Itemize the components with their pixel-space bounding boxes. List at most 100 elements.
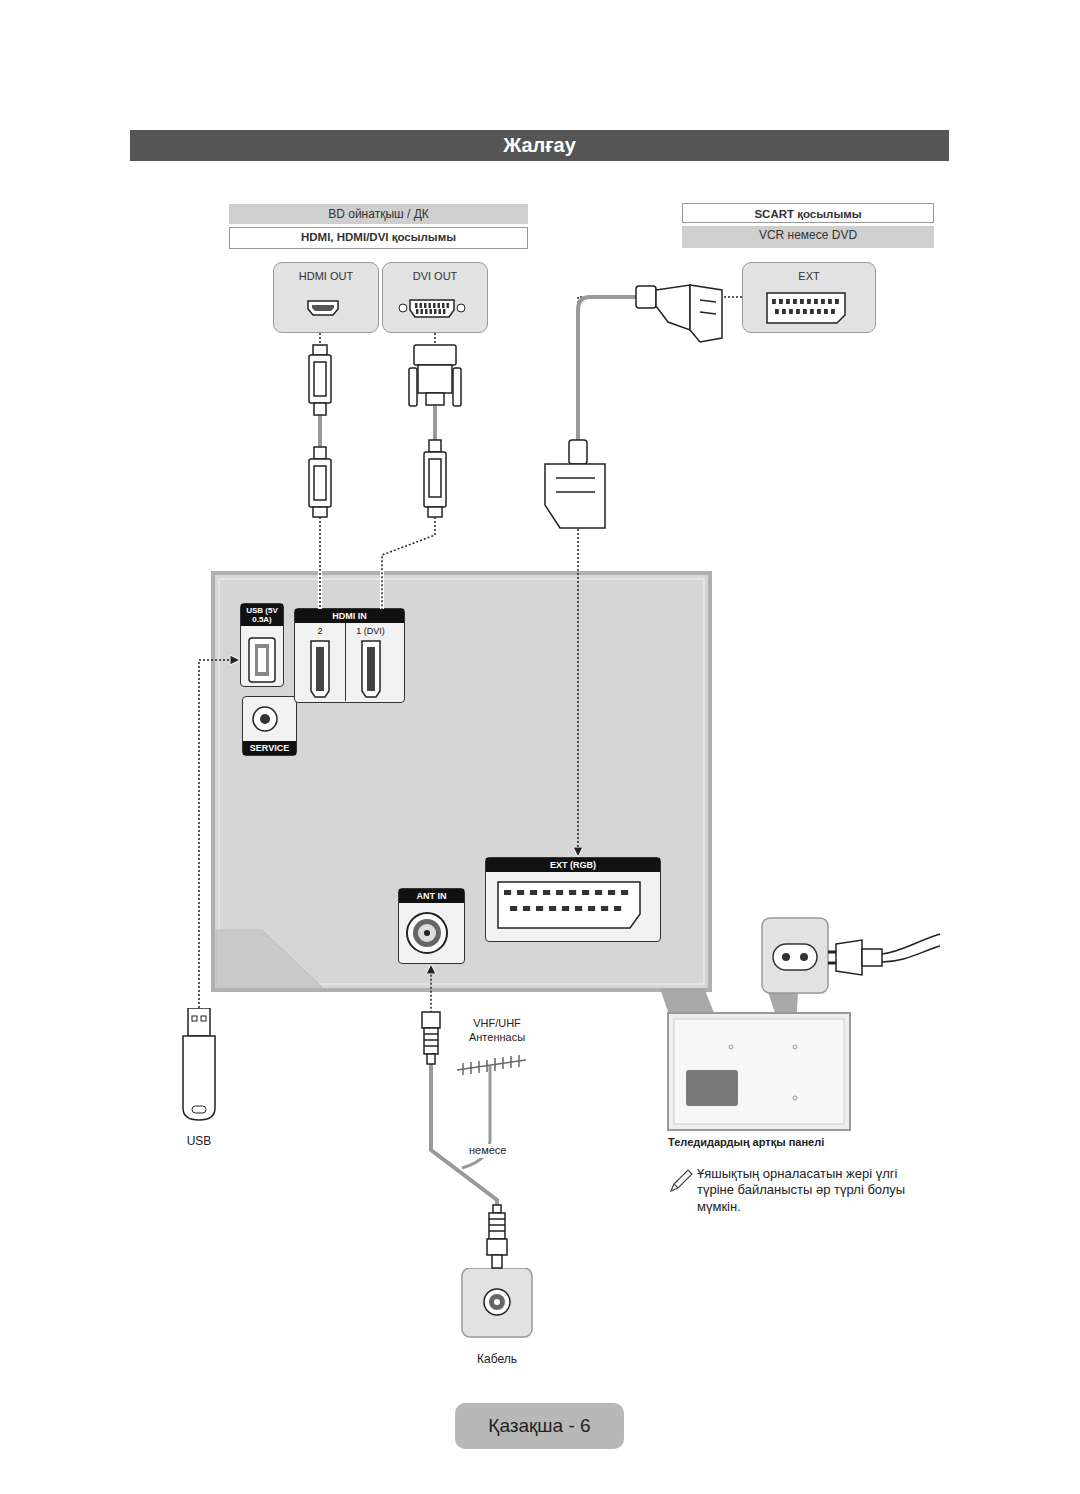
port-icon — [178, 1008, 220, 1148]
port-icon-part — [442, 303, 444, 308]
port-icon-part — [201, 1016, 206, 1021]
port-icon-part — [421, 309, 423, 314]
tv-back-panel — [213, 573, 710, 990]
power-plug — [828, 934, 940, 975]
port-icon-part — [443, 309, 445, 314]
port-icon-part — [530, 890, 537, 895]
hdmi-cable-part — [314, 466, 326, 500]
dvi-cable-part — [429, 440, 441, 452]
power-plug-part — [882, 946, 940, 962]
coax-cable — [422, 1012, 507, 1268]
device-figure: USB — [178, 1008, 220, 1148]
coax-cable-part — [487, 1239, 507, 1255]
port-label: USB (5V 0.5A) — [241, 604, 283, 626]
node-text: HDMI OUT — [274, 263, 378, 282]
port-icon-part — [807, 299, 811, 304]
hdmi-cable-part — [313, 507, 327, 517]
port-icon-part — [817, 309, 821, 314]
port-box: 1 (DVI) — [345, 623, 395, 701]
port-icon-part — [803, 309, 807, 314]
port-icon-part — [835, 299, 839, 304]
port-icon-part — [494, 1299, 500, 1305]
node-text: 2 — [295, 623, 345, 636]
dotted-arrow — [578, 297, 742, 857]
dvi-cable-part — [429, 459, 441, 497]
scart-cable — [545, 285, 722, 528]
port-label: ANT IN — [399, 889, 464, 903]
port-icon-part — [782, 309, 786, 314]
port-icon-part — [433, 303, 435, 308]
port-icon-part — [828, 299, 832, 304]
scart-cable-part — [656, 285, 690, 330]
coax-cable-part — [424, 1034, 438, 1046]
dotted-arrow — [431, 964, 497, 1268]
power-socket-part — [800, 953, 808, 961]
port-box: 2 — [295, 623, 345, 701]
port-icon-part — [614, 906, 621, 911]
coax-cable-part — [489, 1219, 505, 1231]
port-icon-part — [796, 309, 800, 314]
power-socket — [762, 918, 828, 993]
port-icon-part — [308, 301, 338, 315]
port-box: DVI OUT — [382, 262, 488, 333]
port-icon-part — [311, 641, 329, 697]
power-socket-part — [762, 918, 828, 993]
port-icon-part — [260, 714, 270, 724]
port-icon-part — [438, 303, 440, 308]
port-icon-part — [582, 890, 589, 895]
dvi-cable-part — [409, 368, 417, 406]
hdmi-cable-part — [309, 355, 331, 403]
port-icon-part — [575, 906, 582, 911]
port-icon-part — [821, 299, 825, 304]
scart-cable-part — [545, 464, 605, 528]
port-icon-part — [413, 919, 441, 947]
port-icon-part — [810, 309, 814, 314]
port-icon-part — [407, 913, 447, 953]
note-pencil-part — [671, 1170, 692, 1191]
port-icon-part — [543, 890, 550, 895]
tv-rear-view-part — [729, 1045, 733, 1049]
dvi-cable-part — [453, 368, 461, 406]
port-icon-part — [484, 1289, 510, 1315]
node-text: USB — [148, 1134, 250, 1148]
port-icon-part — [425, 309, 427, 314]
port-icon-part — [424, 930, 430, 936]
node-text: HDMI, HDMI/DVI қосылымы — [229, 227, 528, 249]
port-label: EXT (RGB) — [486, 858, 660, 872]
port-box: USB (5V 0.5A) — [240, 603, 284, 687]
dotted-arrow — [199, 660, 240, 1008]
caption-label: VHF/UHF Антеннасы — [467, 1017, 527, 1045]
scart-cable-part — [636, 286, 656, 308]
power-plug-part — [836, 940, 862, 975]
dvi-cable-part — [428, 507, 442, 517]
port-icon-part — [789, 309, 793, 314]
port-box: EXT — [742, 262, 876, 333]
scart-cable-part — [690, 285, 722, 342]
port-icon-part — [621, 890, 628, 895]
port-icon-part — [498, 882, 640, 928]
dvi-cable-part — [433, 405, 437, 440]
title-text: Жалғау — [130, 130, 949, 161]
port-box: EXT (RGB) — [485, 857, 661, 942]
power-plug-part — [882, 934, 940, 954]
port-icon-part — [462, 1268, 532, 1337]
port-icon-part — [424, 303, 426, 308]
port-icon-part — [316, 647, 324, 691]
device-figure: Кабель — [455, 1268, 539, 1366]
tv-back-panel-part — [219, 579, 704, 984]
node-text: Кабель — [425, 1352, 569, 1366]
port-icon-part — [489, 1294, 505, 1310]
port-icon-part — [588, 906, 595, 911]
tv-rear-view-part — [686, 1070, 738, 1106]
hdmi-cable — [309, 345, 331, 517]
port-icon-part — [249, 638, 275, 682]
port-icon-part — [779, 299, 783, 304]
tv-rear-view-part — [674, 1019, 844, 1124]
port-icon-part — [510, 906, 517, 911]
coax-cable-part — [493, 1205, 501, 1213]
port-icon-part — [367, 647, 375, 691]
scart-cable-part — [700, 312, 716, 314]
dvi-cable-part — [424, 452, 446, 507]
